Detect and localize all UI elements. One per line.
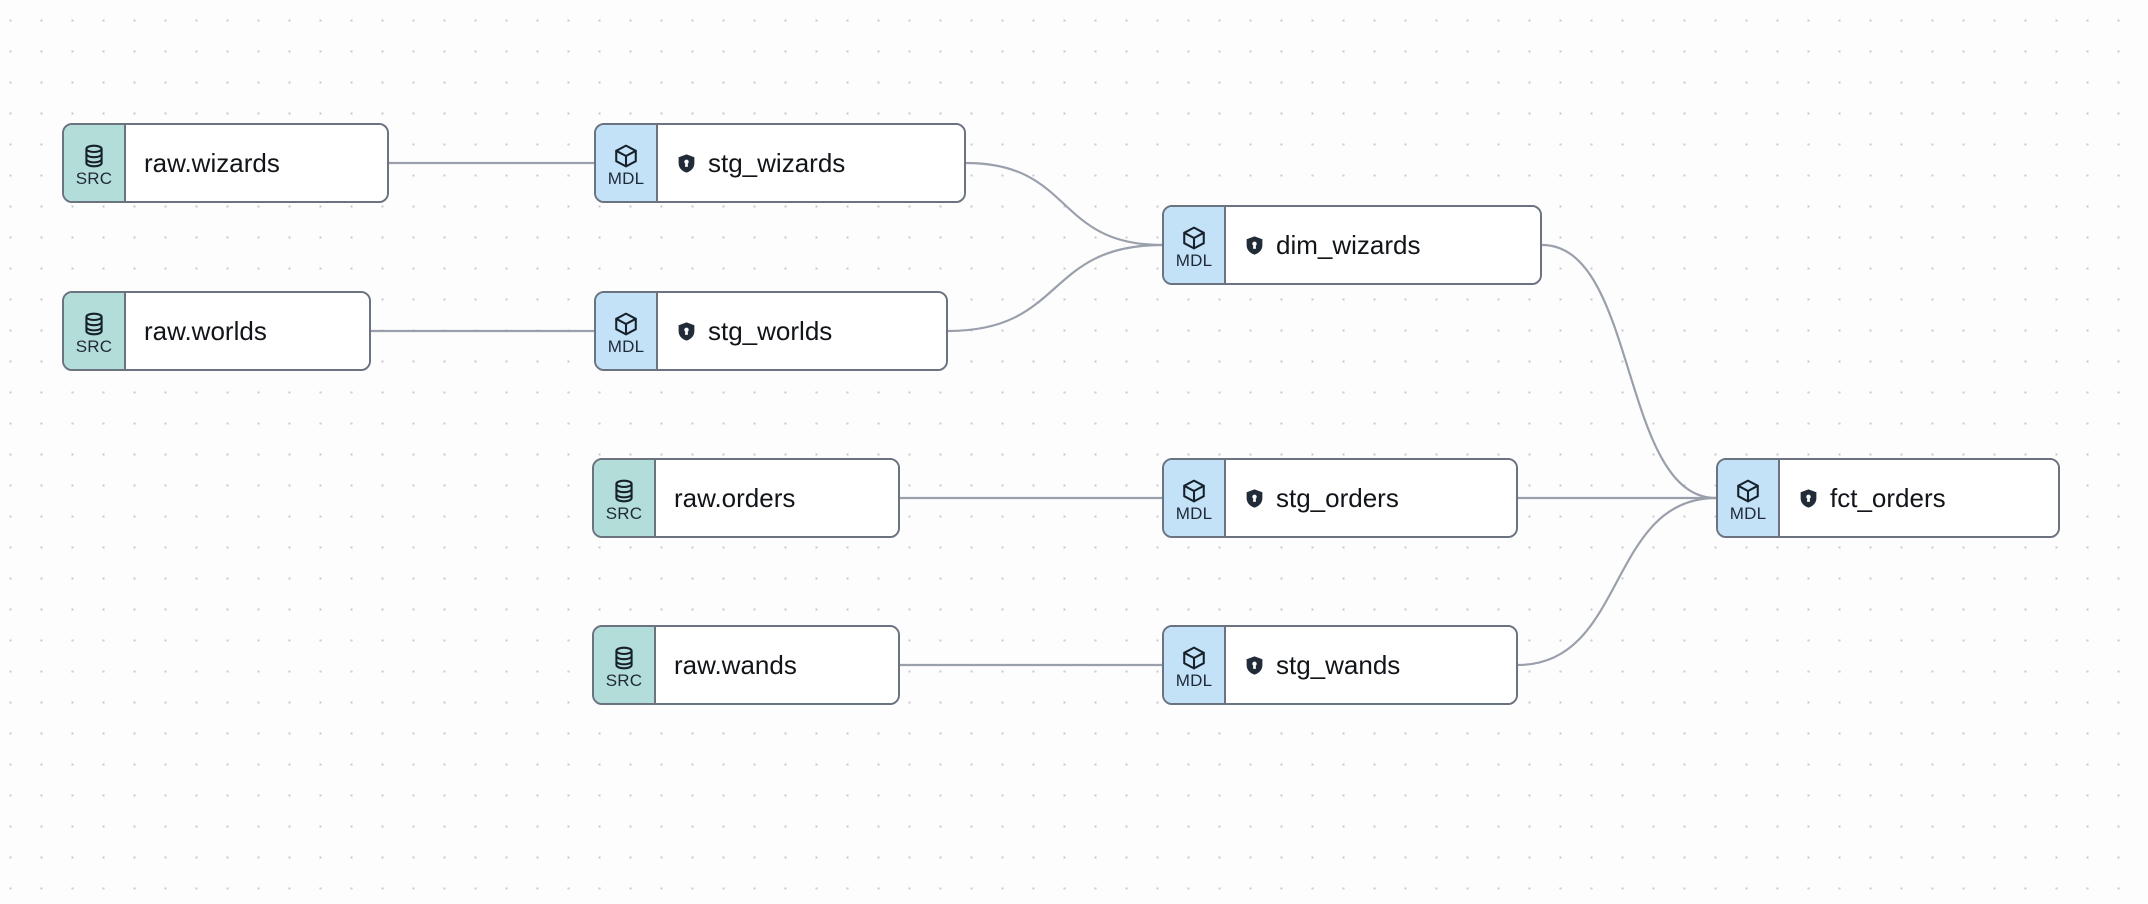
node-body: raw.wizards <box>126 125 387 201</box>
database-icon <box>81 143 107 169</box>
node-body: stg_worlds <box>658 293 946 369</box>
database-icon <box>611 478 637 504</box>
node-kind-label: MDL <box>1175 670 1213 690</box>
database-icon <box>81 311 107 337</box>
node-label: stg_orders <box>1276 483 1399 513</box>
node-kind-label: MDL <box>1175 250 1213 270</box>
lineage-node-raw-wands[interactable]: SRC raw.wands <box>592 625 900 705</box>
node-kind-label: SRC <box>605 670 643 690</box>
lineage-node-dim-wizards[interactable]: MDL dim_wizards <box>1162 205 1542 285</box>
cube-icon <box>1181 478 1207 504</box>
lineage-node-fct-orders[interactable]: MDL fct_orders <box>1716 458 2060 538</box>
node-kind-badge: MDL <box>1718 460 1780 536</box>
shield-lock-icon <box>676 321 697 342</box>
node-body: stg_wands <box>1226 627 1516 703</box>
node-kind-badge: SRC <box>64 293 126 369</box>
cube-icon <box>1181 225 1207 251</box>
cube-icon <box>613 143 639 169</box>
node-kind-label: SRC <box>605 503 643 523</box>
node-label: stg_wizards <box>708 148 846 178</box>
node-label: fct_orders <box>1830 483 1946 513</box>
node-label: raw.wizards <box>144 148 280 178</box>
cube-icon <box>613 311 639 337</box>
node-label: stg_worlds <box>708 316 833 346</box>
lineage-edge-stg-wizards-to-dim-wizards[interactable] <box>964 161 1164 247</box>
node-body: raw.orders <box>656 460 898 536</box>
node-body: raw.wands <box>656 627 898 703</box>
database-icon <box>611 645 637 671</box>
lineage-node-raw-worlds[interactable]: SRC raw.worlds <box>62 291 371 371</box>
node-kind-badge: SRC <box>64 125 126 201</box>
shield-lock-icon <box>676 153 697 174</box>
node-kind-badge: MDL <box>596 293 658 369</box>
lineage-edge-stg-wands-to-fct-orders[interactable] <box>1516 496 1718 667</box>
cube-icon <box>1181 645 1207 671</box>
node-body: stg_wizards <box>658 125 964 201</box>
node-kind-label: MDL <box>607 168 645 188</box>
node-kind-label: MDL <box>1729 503 1767 523</box>
cube-icon <box>1735 478 1761 504</box>
node-kind-badge: MDL <box>1164 627 1226 703</box>
node-label: raw.worlds <box>144 316 267 346</box>
node-kind-label: MDL <box>607 336 645 356</box>
lineage-node-stg-orders[interactable]: MDL stg_orders <box>1162 458 1518 538</box>
node-body: stg_orders <box>1226 460 1516 536</box>
lineage-node-raw-orders[interactable]: SRC raw.orders <box>592 458 900 538</box>
shield-lock-icon <box>1244 235 1265 256</box>
shield-lock-icon <box>1244 488 1265 509</box>
node-body: raw.worlds <box>126 293 369 369</box>
node-body: fct_orders <box>1780 460 2058 536</box>
node-kind-label: SRC <box>75 168 113 188</box>
lineage-edge-stg-worlds-to-dim-wizards[interactable] <box>946 243 1164 333</box>
node-kind-badge: MDL <box>596 125 658 201</box>
node-body: dim_wizards <box>1226 207 1540 283</box>
node-label: raw.wands <box>674 650 797 680</box>
node-label: raw.orders <box>674 483 796 513</box>
node-kind-badge: MDL <box>1164 460 1226 536</box>
lineage-node-stg-worlds[interactable]: MDL stg_worlds <box>594 291 948 371</box>
node-kind-label: MDL <box>1175 503 1213 523</box>
lineage-node-stg-wizards[interactable]: MDL stg_wizards <box>594 123 966 203</box>
node-kind-badge: MDL <box>1164 207 1226 283</box>
shield-lock-icon <box>1798 488 1819 509</box>
node-label: stg_wands <box>1276 650 1401 680</box>
node-kind-badge: SRC <box>594 460 656 536</box>
node-kind-label: SRC <box>75 336 113 356</box>
lineage-node-stg-wands[interactable]: MDL stg_wands <box>1162 625 1518 705</box>
lineage-edge-dim-wizards-to-fct-orders[interactable] <box>1540 243 1718 500</box>
lineage-node-raw-wizards[interactable]: SRC raw.wizards <box>62 123 389 203</box>
node-kind-badge: SRC <box>594 627 656 703</box>
shield-lock-icon <box>1244 655 1265 676</box>
node-label: dim_wizards <box>1276 230 1421 260</box>
